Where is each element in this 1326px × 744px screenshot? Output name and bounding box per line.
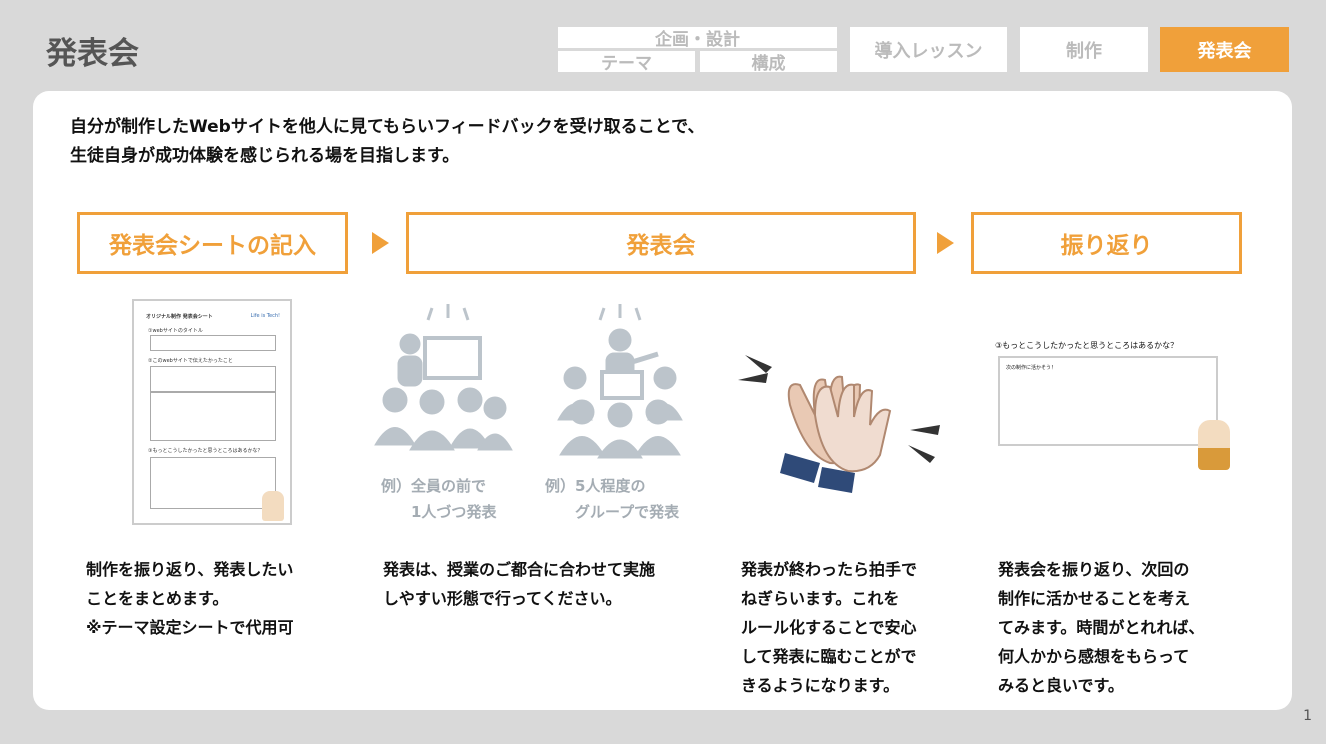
arrow-icon — [937, 232, 954, 254]
sheet-q3: ③もっとこうしたかったと思うところはあるかな？ — [148, 448, 263, 454]
step-review: 振り返り — [971, 212, 1242, 274]
review-box: 次の制作に活かそう！ — [998, 356, 1218, 446]
intro-text: 自分が制作したWebサイトを他人に見てもらいフィードバックを受け取ることで、 生… — [70, 113, 704, 171]
presentation-people-icon — [374, 304, 683, 459]
sheet-q1: ①webサイトのタイトル — [148, 328, 203, 334]
sheet-logo: Life is Tech! — [250, 313, 280, 319]
review-hint: 次の制作に活かそう！ — [1006, 365, 1057, 371]
review-question: ③もっとこうしたかったと思うところはあるかな？ — [995, 341, 1179, 350]
nav-planning[interactable]: 企画・設計 — [558, 27, 837, 50]
nav-lesson[interactable]: 導入レッスン — [850, 27, 1007, 72]
clapping-hands-icon — [738, 355, 940, 493]
nav-presentation[interactable]: 発表会 — [1160, 27, 1289, 72]
page-number: 1 — [1303, 708, 1312, 724]
desc-applause: 発表が終わったら拍手で ねぎらいます。これを ルール化することで安心 して発表に… — [741, 560, 918, 695]
nav-production[interactable]: 制作 — [1020, 27, 1148, 72]
intro-line: 生徒自身が成功体験を感じられる場を目指します。 — [70, 146, 460, 166]
cat-mascot-icon — [262, 491, 284, 521]
step-presentation: 発表会 — [406, 212, 916, 274]
presentation-sheet-image: オリジナル制作 発表会シート Life is Tech! ①webサイトのタイト… — [132, 299, 292, 525]
nav-structure[interactable]: 構成 — [700, 51, 837, 74]
sheet-title: オリジナル制作 発表会シート — [146, 314, 213, 320]
step-sheet: 発表会シートの記入 — [77, 212, 348, 274]
nav-theme[interactable]: テーマ — [558, 51, 695, 74]
caption-all: 例）全員の前で 1人づつ発表 — [381, 477, 497, 521]
caption-group: 例）5人程度の グループで発表 — [545, 477, 680, 521]
sheet-q2: ②このwebサイトで伝えたかったこと — [148, 358, 233, 364]
desc-presentation: 発表は、授業のご都合に合わせて実施 しやすい形態で行ってください。 — [383, 560, 656, 608]
intro-line: 自分が制作したWebサイトを他人に見てもらいフィードバックを受け取ることで、 — [70, 117, 705, 137]
desc-review: 発表会を振り返り、次回の 制作に活かせることを考え てみます。時間がとれれば、 … — [998, 560, 1205, 695]
arrow-icon — [372, 232, 389, 254]
desc-sheet: 制作を振り返り、発表したい ことをまとめます。 ※テーマ設定シートで代用可 — [86, 560, 294, 637]
page-title: 発表会 — [46, 36, 139, 72]
cat-mascot-icon — [1198, 420, 1230, 470]
